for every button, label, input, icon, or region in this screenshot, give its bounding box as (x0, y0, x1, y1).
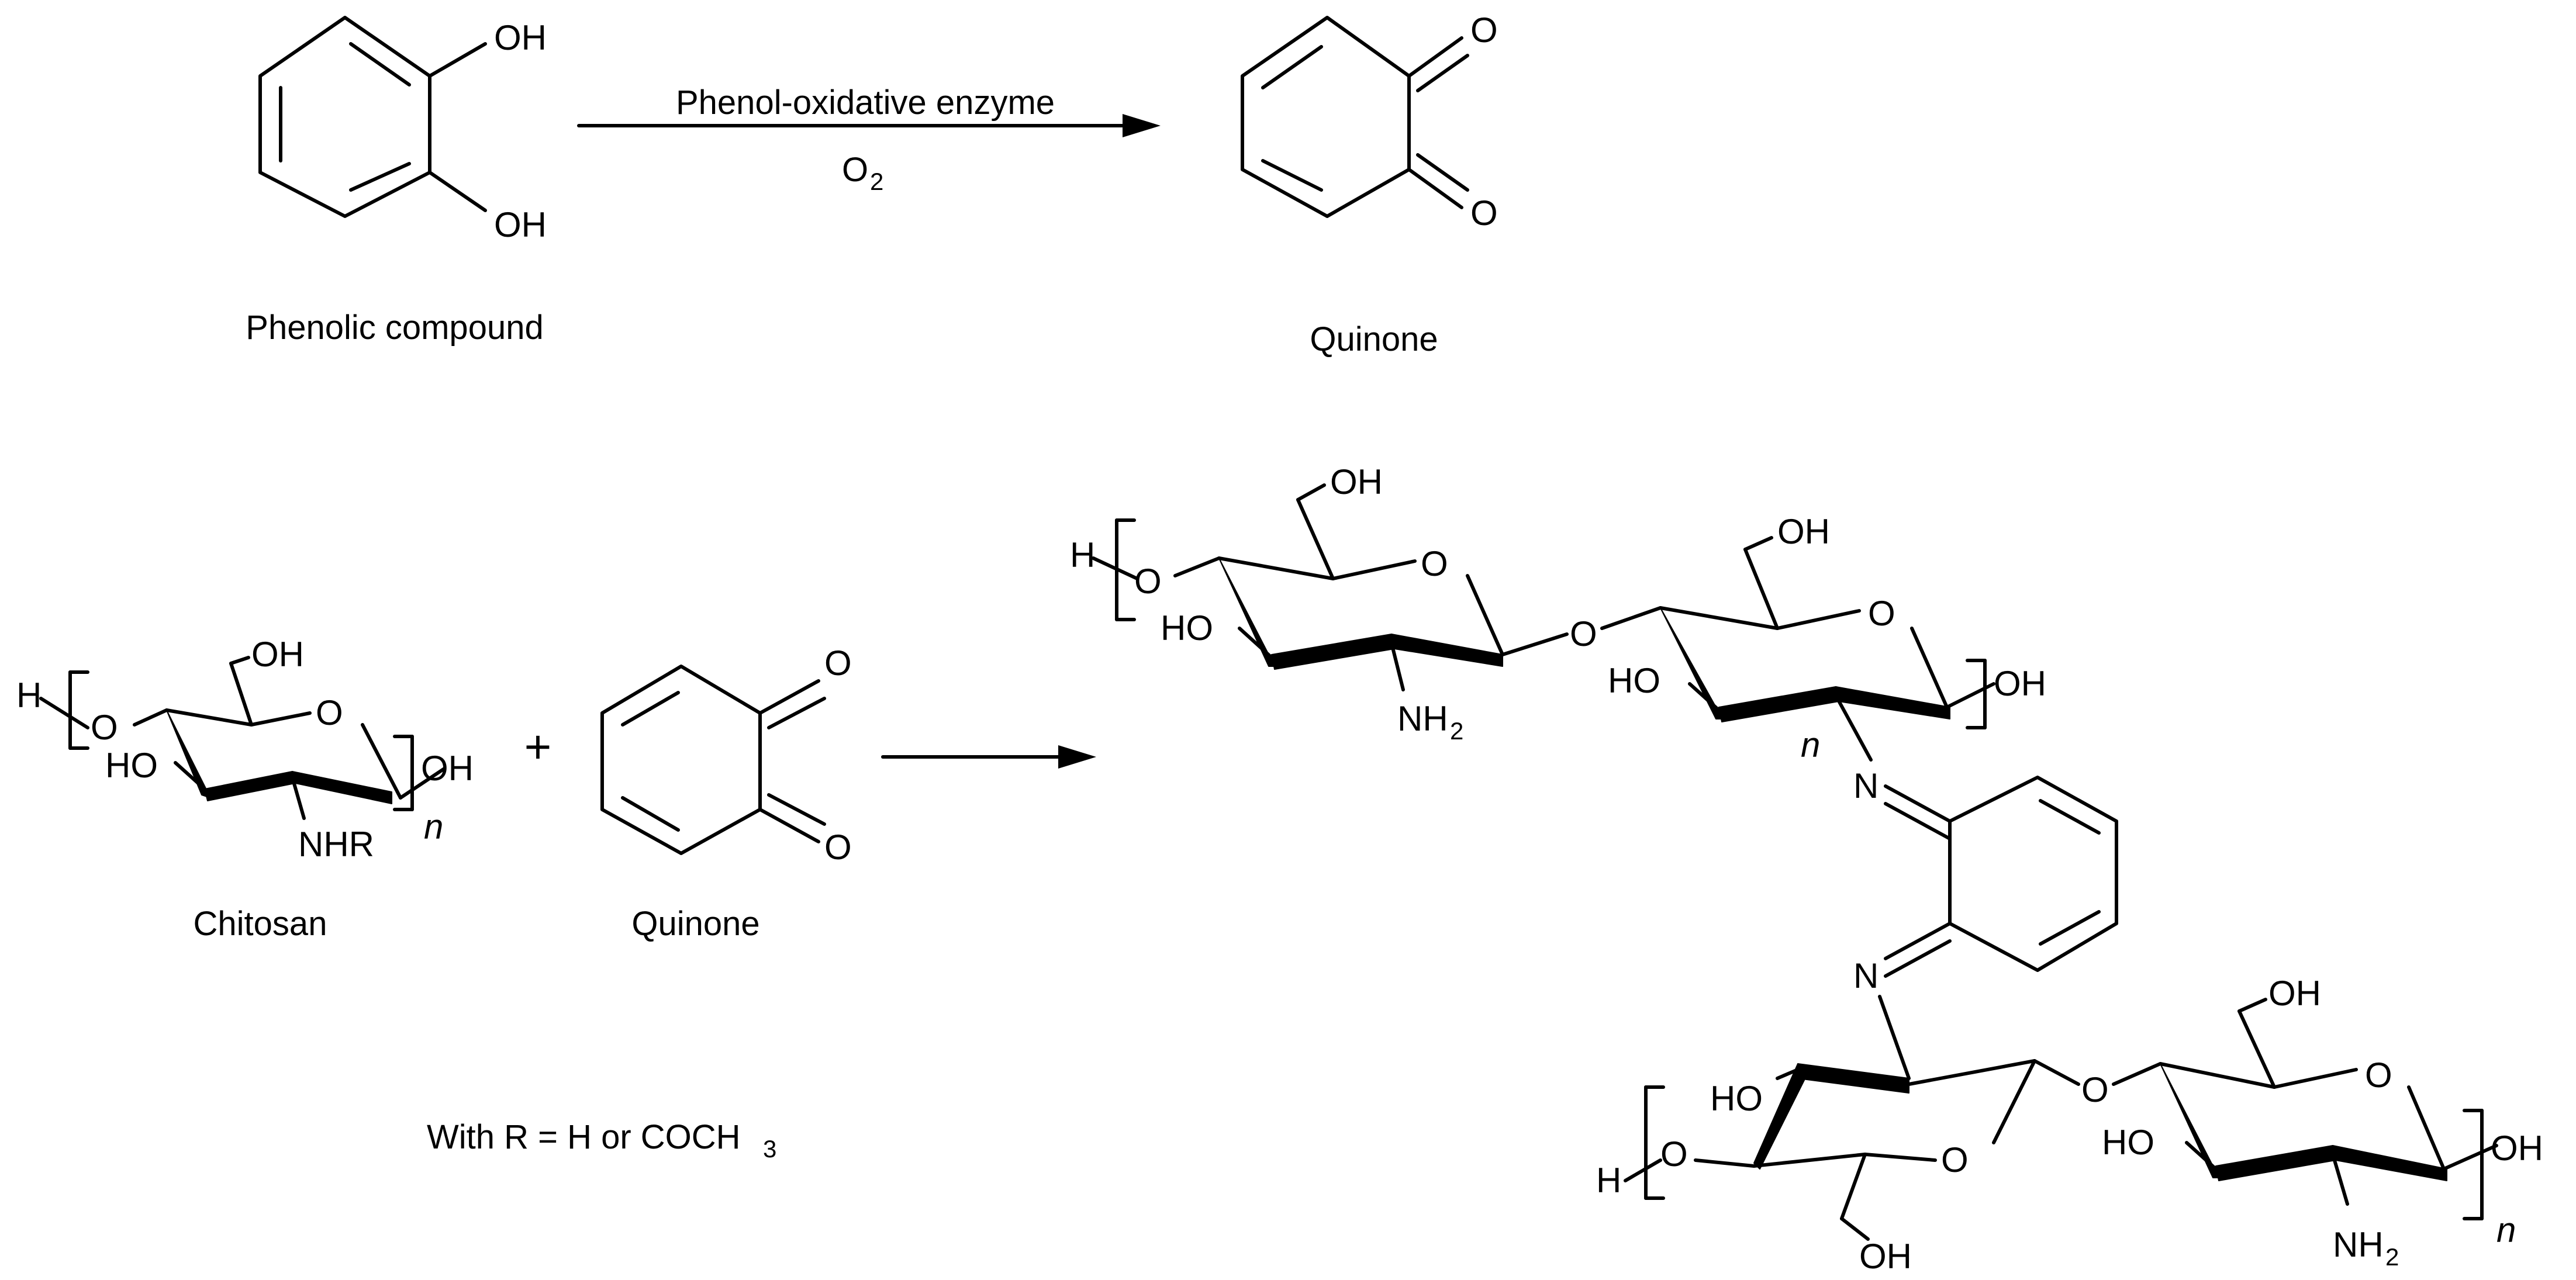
product-upper-nh2: NH (1397, 699, 1448, 738)
product-imine-n-upper: N (1853, 766, 1879, 805)
carbonyl-oxygen-top: O (1470, 11, 1498, 50)
hydroxyl-label-top: OH (494, 18, 547, 57)
product-imine-n-lower: N (1853, 956, 1879, 995)
definition-r-group-subscript: 3 (763, 1135, 776, 1163)
product-lower-ring1-hydroxyl: HO (1710, 1079, 1763, 1118)
definition-r-group: With R = H or COCH (427, 1118, 741, 1156)
chitosan-structure: H O OH O HO NHR OH n (16, 635, 474, 864)
label-quinone-bottom: Quinone (631, 905, 759, 943)
chitosan-hydroxyl-label: HO (105, 746, 158, 785)
label-chitosan: Chitosan (194, 905, 327, 943)
product-upper-ring1-oxygen: O (1421, 544, 1448, 583)
chitosan-repeat-n: n (424, 807, 443, 846)
product-lower-terminal-h: H (1596, 1161, 1621, 1200)
arrow-label-enzyme: Phenol-oxidative enzyme (676, 84, 1055, 122)
carbonyl-oxygen-bottom-quinone-1: O (824, 644, 852, 683)
product-lower-ring1-ch2oh: OH (1859, 1237, 1912, 1276)
product-lower-glycosidic-o-2: O (2081, 1070, 2109, 1109)
carbonyl-oxygen-bottom-quinone-2: O (824, 828, 852, 867)
chitosan-ch2oh-label: OH (251, 635, 304, 674)
product-lower-ring2-ch2oh: OH (2268, 974, 2321, 1013)
arrow-label-oxygen: O (842, 151, 868, 189)
carbonyl-oxygen-bottom: O (1470, 193, 1498, 233)
product-upper-glycosidic-o-1: O (1134, 562, 1162, 601)
product-upper-ring2-ch2oh: OH (1777, 512, 1830, 551)
reaction-arrow-2 (881, 745, 1096, 769)
product-upper-ring2-oxygen: O (1868, 594, 1895, 633)
chitosan-ring-oxygen: O (316, 693, 343, 732)
quinone-structure-top: O O (1241, 11, 1498, 233)
product-lower-ring2-oxygen: O (2365, 1056, 2392, 1095)
product-lower-nh2: NH (2333, 1225, 2384, 1264)
crosslinked-product-structure: H O OH O HO NH 2 O OH (1070, 462, 2543, 1276)
product-upper-ring1-hydroxyl: HO (1161, 608, 1213, 648)
label-quinone-top: Quinone (1310, 320, 1438, 358)
product-upper-ring1-ch2oh: OH (1330, 462, 1383, 501)
product-upper-ring2-hydroxyl: HO (1608, 661, 1660, 700)
plus-sign: + (524, 721, 552, 773)
quinone-structure-bottom: O O (600, 644, 852, 867)
reaction-arrow-1: Phenol-oxidative enzyme O 2 (577, 84, 1161, 195)
product-upper-glycosidic-o-2: O (1570, 614, 1597, 653)
chitosan-terminal-oh: OH (421, 749, 474, 788)
label-phenolic-compound: Phenolic compound (246, 309, 543, 347)
product-lower-terminal-oh: OH (2491, 1129, 2543, 1168)
chitosan-nhr-label: NHR (298, 825, 374, 864)
product-upper-repeat-n: n (1801, 725, 1820, 764)
product-lower-ring2-hydroxyl: HO (2102, 1123, 2154, 1162)
product-upper-terminal-h: H (1070, 535, 1095, 575)
product-lower-ring1-oxygen: O (1941, 1140, 1969, 1179)
product-upper-nh2-subscript: 2 (1450, 717, 1463, 745)
chitosan-terminal-h: H (16, 676, 42, 715)
hydroxyl-label-bottom: OH (494, 205, 547, 244)
chitosan-glycosidic-o: O (91, 708, 118, 747)
product-upper-terminal-oh: OH (1994, 664, 2046, 703)
product-lower-glycosidic-o-1: O (1660, 1134, 1688, 1174)
arrow-label-oxygen-subscript: 2 (870, 168, 883, 195)
product-lower-nh2-subscript: 2 (2385, 1243, 2399, 1271)
product-lower-repeat-n: n (2496, 1210, 2516, 1250)
catechol-structure: OH OH (258, 16, 547, 244)
